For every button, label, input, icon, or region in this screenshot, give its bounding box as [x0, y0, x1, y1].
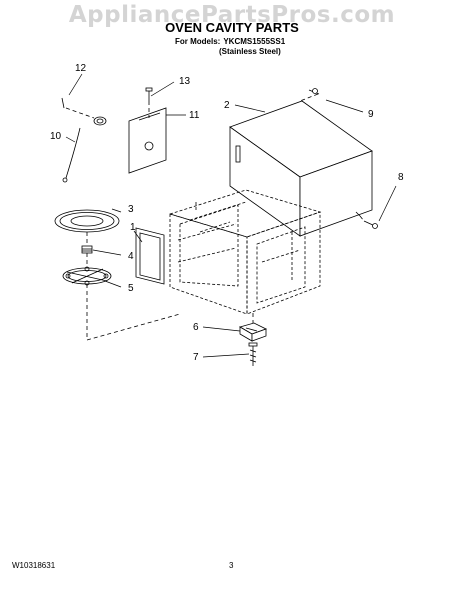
- page-number: 3: [229, 561, 234, 570]
- callout-8: 8: [398, 172, 404, 183]
- document-number: W10318631: [12, 561, 56, 570]
- turntable-motor-part: [238, 322, 268, 342]
- motor-screw-part: [248, 342, 258, 366]
- models-line: For Models:YKCMS1555SS1: [175, 37, 285, 46]
- alignment-lines: [65, 93, 365, 341]
- callout-11: 11: [189, 110, 200, 121]
- callout-6: 6: [193, 322, 199, 333]
- lamp-bracket-part: [128, 107, 167, 174]
- callout-7: 7: [193, 352, 199, 363]
- leader-lines: [65, 73, 397, 358]
- outer-wrapper-part: [229, 100, 373, 237]
- callout-3: 3: [128, 204, 134, 215]
- lamp-socket-part: [61, 97, 107, 126]
- roller-ring-part: [62, 266, 112, 286]
- screw-9-part: [308, 88, 320, 95]
- callout-9: 9: [368, 109, 374, 120]
- callout-5: 5: [128, 283, 134, 294]
- callout-12: 12: [75, 63, 87, 74]
- callout-2: 2: [224, 100, 230, 111]
- watermark-text: AppliancePartsPros.com: [68, 2, 396, 28]
- callout-1: 1: [130, 222, 136, 233]
- oven-cavity-part: [168, 189, 322, 315]
- callout-10: 10: [50, 131, 62, 142]
- screw-8-part: [363, 220, 378, 229]
- screw-13-part: [145, 87, 153, 101]
- coupler-part: [81, 245, 93, 254]
- model-number: YKCMS1555SS1: [223, 37, 286, 46]
- model-variant: (Stainless Steel): [219, 47, 281, 56]
- glass-tray-part: [54, 209, 120, 233]
- lamp-harness-part: [62, 127, 81, 183]
- models-label: For Models:: [175, 37, 221, 46]
- callout-13: 13: [179, 76, 191, 87]
- callout-4: 4: [128, 251, 134, 262]
- gasket-frame-part: [135, 227, 165, 285]
- page-title: OVEN CAVITY PARTS: [165, 20, 299, 35]
